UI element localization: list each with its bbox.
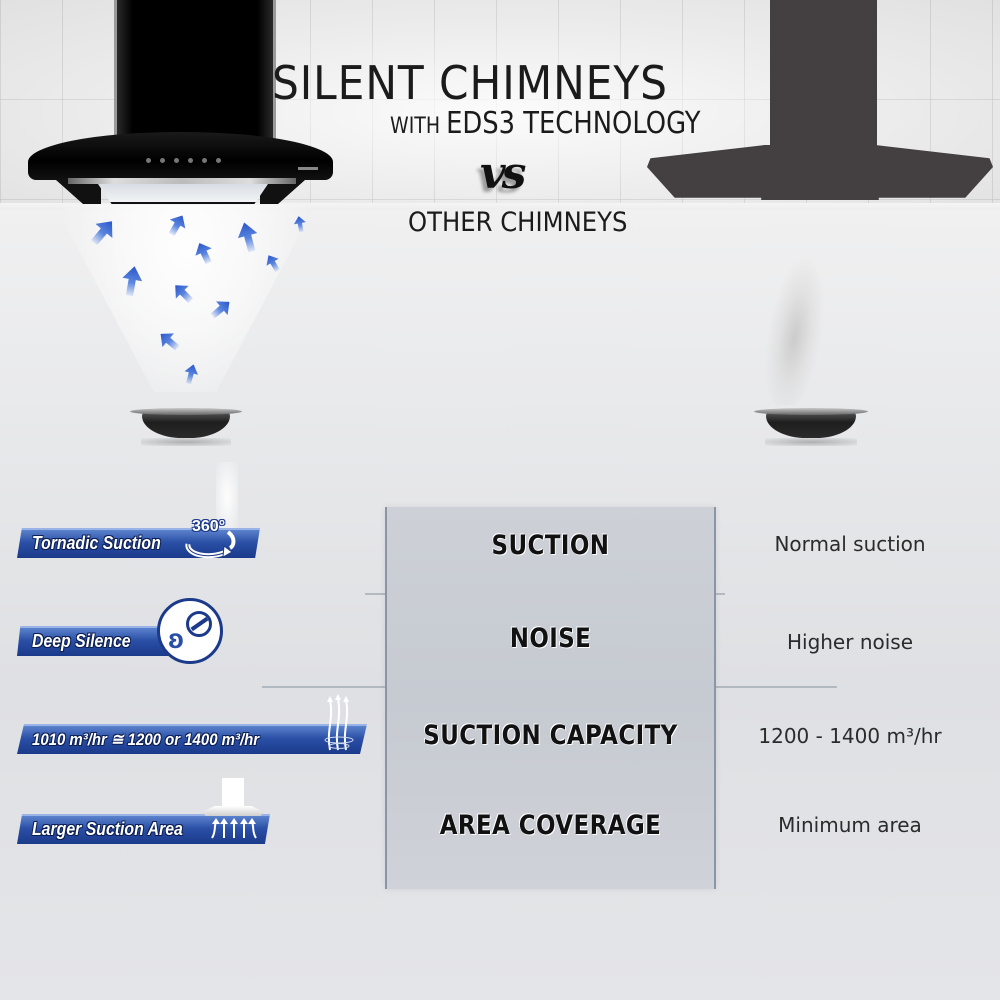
hood-canopy [647, 145, 993, 200]
hood-control-buttons [146, 158, 221, 163]
pan-shadow [141, 438, 231, 446]
pan-shadow [765, 438, 857, 446]
rotate-360-icon: 360° [178, 518, 240, 562]
pan-body [766, 412, 856, 438]
ceiling-edge [0, 203, 1000, 209]
other-value-noise: Higher noise [786, 630, 914, 654]
criterion-noise: NOISE [509, 623, 592, 654]
other-chimneys-title: OTHER CHIMNEYS [408, 207, 628, 238]
mini-hood-duct [222, 778, 244, 808]
feature-banner-larger-suction-area [17, 814, 270, 844]
hood-light-bar [68, 178, 296, 184]
icon-360-text: 360° [192, 518, 226, 535]
airflow-tornado-icon [324, 694, 354, 751]
hood-brand-mark [298, 167, 318, 170]
hood-duct [770, 0, 877, 150]
up-arrows-icon [211, 818, 257, 839]
feature-banner-deep-silence [17, 626, 182, 656]
subtitle-technology: EDS3 TECHNOLOGY [446, 106, 701, 141]
criterion-suction-capacity: SUCTION CAPACITY [423, 720, 678, 751]
hood-glass-canopy [28, 132, 333, 180]
page-subtitle: WITH EDS3 TECHNOLOGY [390, 106, 701, 141]
feature-label: 1010 m³/hr ≅ 1200 or 1400 m³/hr [32, 730, 260, 749]
other-value-suction: Normal suction [774, 532, 926, 556]
ear-icon: ʚ [168, 623, 184, 654]
page-title: SILENT CHIMNEYS [272, 56, 668, 110]
pan-body [142, 412, 230, 438]
left-pan-image [130, 408, 242, 446]
comparison-table [385, 507, 716, 889]
feature-label: Deep Silence [32, 631, 131, 651]
steam-wisp [216, 462, 238, 532]
versus-label: VS [480, 148, 526, 199]
subtitle-with: WITH [390, 114, 447, 139]
other-value-area-coverage: Minimum area [778, 813, 922, 837]
ear-no-noise-icon: ʚ [157, 598, 223, 664]
feature-label: Larger Suction Area [32, 819, 183, 839]
other-chimney-hood-image [645, 0, 995, 205]
hood-filter [98, 184, 268, 204]
criterion-suction: SUCTION [491, 530, 610, 561]
pan-rim [130, 408, 242, 415]
no-sound-icon [186, 611, 212, 637]
feature-label: Tornadic Suction [32, 533, 161, 553]
feature-banner-suction-capacity [17, 724, 367, 754]
silent-chimney-hood-image [28, 0, 333, 210]
hood-duct [114, 0, 276, 140]
other-value-suction-capacity: 1200 - 1400 m³/hr [758, 724, 942, 748]
mini-hood-canopy [202, 806, 264, 816]
pan-rim [754, 408, 868, 415]
right-pan-image [754, 408, 868, 446]
criterion-area-coverage: AREA COVERAGE [439, 810, 662, 841]
hood-suction-arrows-icon [198, 778, 268, 839]
